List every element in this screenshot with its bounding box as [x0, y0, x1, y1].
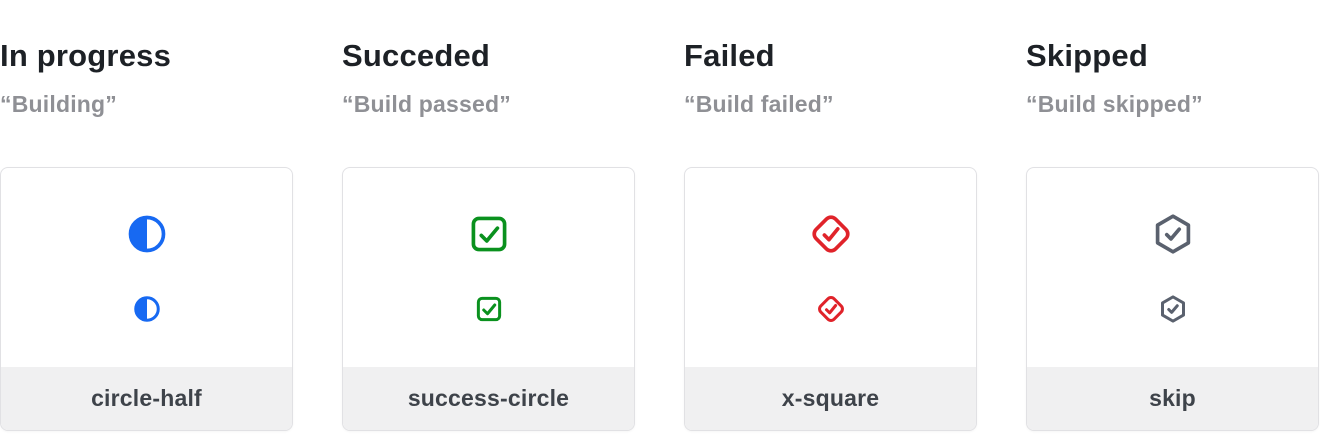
column-subtitle: “Building”	[0, 91, 117, 117]
column-title: Succeded	[342, 38, 491, 73]
check-diamond-icon	[809, 212, 853, 256]
icon-preview-area	[343, 168, 634, 367]
column-in-progress: In progress “Building” circle-	[0, 0, 293, 431]
column-title: Skipped	[1026, 38, 1148, 73]
icon-name-label: circle-half	[91, 385, 202, 411]
check-square-icon	[467, 212, 511, 256]
column-failed: Failed “Build failed” x-square	[684, 0, 977, 431]
circle-half-icon	[125, 212, 169, 256]
icon-preview-area	[685, 168, 976, 367]
icon-name-label: success-circle	[407, 385, 570, 411]
column-subtitle: “Build skipped”	[1026, 91, 1203, 117]
column-title: In progress	[0, 38, 172, 73]
column-subtitle: “Build failed”	[684, 91, 834, 117]
icon-preview-area	[1, 168, 292, 367]
column-succeded: Succeded “Build passed” succes	[342, 0, 635, 431]
icon-name-label: skip	[1149, 385, 1196, 411]
check-hexagon-icon	[1151, 212, 1195, 256]
icon-card: x-square	[684, 167, 977, 431]
icon-name-footer: circle-half	[1, 367, 292, 430]
column-skipped: Skipped “Build skipped” skip	[1026, 0, 1319, 431]
icon-card: success-circle	[342, 167, 635, 431]
check-square-icon-small	[474, 294, 504, 324]
column-subtitle: “Build passed”	[342, 91, 511, 117]
check-diamond-icon-small	[816, 294, 846, 324]
icon-name-footer: x-square	[685, 367, 976, 430]
icon-preview-area	[1027, 168, 1318, 367]
icon-name-footer: success-circle	[343, 367, 634, 430]
icon-name-footer: skip	[1027, 367, 1318, 430]
icon-name-label: x-square	[781, 385, 880, 411]
circle-half-icon-small	[132, 294, 162, 324]
check-hexagon-icon-small	[1158, 294, 1188, 324]
column-title: Failed	[684, 38, 775, 73]
icon-card: circle-half	[0, 167, 293, 431]
icon-card: skip	[1026, 167, 1319, 431]
